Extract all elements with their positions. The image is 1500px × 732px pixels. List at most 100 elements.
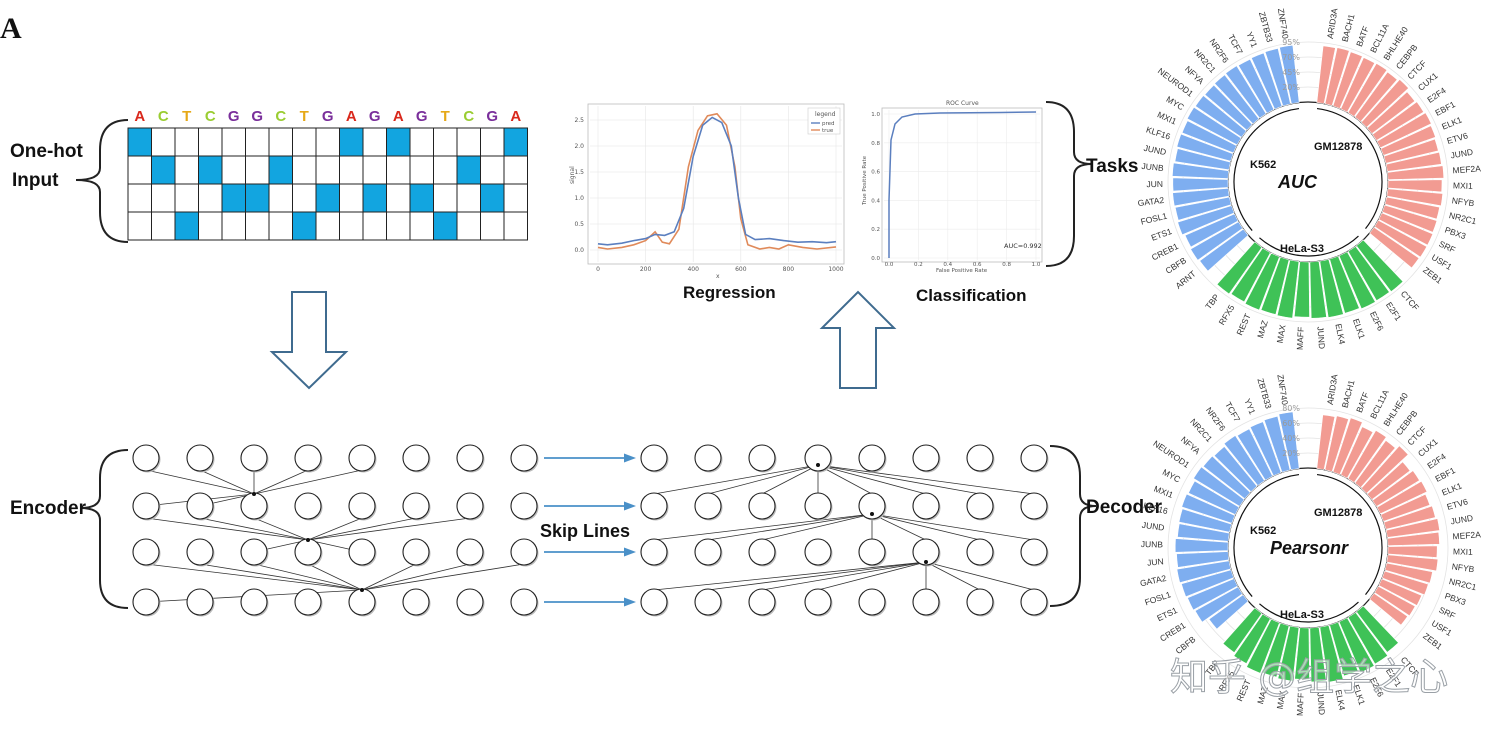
radial-bar [1319,624,1344,683]
radial-bar [1202,455,1251,500]
legend-pred-label: pred [822,121,835,127]
decoder-node [858,444,886,472]
radial-bar [1347,62,1388,118]
sequence-letter: G [369,108,381,125]
radial-bar [1216,241,1263,295]
connection-line [361,563,525,591]
tf-label: JUND [1141,520,1165,533]
xtick-label: 0.4 [943,262,952,268]
tf-label: MAZ [1255,685,1270,705]
onehot-cell [221,211,246,241]
group-label-gm12878: GM12878 [1314,141,1362,153]
connection-line [653,561,927,591]
radial-bar [1213,446,1258,493]
tf-label: MAX [1275,690,1288,710]
connection-line [253,563,363,591]
encoder-node [456,538,484,566]
regression-ylabel: signal [569,166,576,184]
tf-label: ARID3A [1325,7,1340,39]
encoder-node [456,588,484,616]
onehot-cell [221,155,246,185]
encoder-node [294,444,322,472]
radial-bar [1329,255,1360,314]
sequence-letter: A [134,108,145,125]
decoder-node [1020,588,1048,616]
tf-label: YY1 [1244,30,1259,49]
radial-bar [1369,592,1409,626]
onehot-cell [339,155,364,185]
connection-line [761,513,873,541]
onehot-label-line2: Input [12,170,59,191]
radial-bar [1260,256,1290,315]
group-arc [1316,107,1383,229]
tf-label: MXI1 [1156,109,1178,126]
connection-line [361,563,417,591]
radial-bar [1174,196,1232,221]
encoder-node [402,444,430,472]
radial-bar [1360,78,1410,128]
decoder-node [966,444,994,472]
connection-line [307,517,471,541]
onehot-cell [245,211,270,241]
ring-tick-label: 20% [1282,449,1300,458]
tf-label: MEF2A [1452,529,1481,541]
xtick-label: 1000 [828,266,843,273]
encoder-node [402,588,430,616]
onehot-cell [456,127,481,157]
onehot-cell [409,211,434,241]
tf-label: TCF7 [1223,400,1242,424]
radial-bar [1187,578,1239,611]
radial-bar [1214,74,1260,125]
connection-line [307,517,363,541]
decoder-node [858,538,886,566]
tf-label: BATF [1354,25,1371,48]
radial-bar [1208,594,1249,630]
radial-bar [1237,58,1275,114]
sequence-letter: C [463,108,474,125]
group-label-gm12878: GM12878 [1314,507,1362,519]
encoder-node [348,588,376,616]
tf-label: NFYA [1179,434,1202,456]
radial-bar [1376,112,1432,149]
tf-label: ZNF740 [1276,8,1291,40]
connection-line [199,469,255,495]
onehot-cell [433,155,458,185]
group-arc [1316,473,1383,595]
radial-bar [1385,151,1442,172]
radial-bar [1381,204,1438,233]
radial-bar [1177,523,1230,542]
encoder-node [186,444,214,472]
radial-bar [1360,445,1409,494]
onehot-cell [315,211,340,241]
connection-line [925,561,981,591]
group-arc [1233,107,1300,231]
ring-tick-label: 70% [1282,53,1300,62]
encoder-node [240,538,268,566]
radial-bar [1378,578,1423,606]
sequence-letter: C [275,108,286,125]
group-arc [1233,473,1300,597]
onehot-cell [480,155,505,185]
connection-line [145,517,309,541]
junction-dot [870,512,874,516]
tf-label: ZEB1 [1421,631,1444,652]
decoder-node [640,444,668,472]
radial-bar [1261,622,1290,678]
onehot-cell [456,211,481,241]
tasks-label: Tasks [1086,156,1138,177]
tf-label: JUND [1315,692,1327,715]
regression-axes [587,103,845,265]
sequence-letter: T [182,108,191,125]
radial-bar [1347,611,1389,665]
radial-bar [1340,426,1374,479]
radial-bar [1276,259,1300,319]
radial-bar [1204,84,1253,131]
sequence-letter: G [486,108,498,125]
onehot-cell [245,155,270,185]
connection-line [817,464,1035,495]
onehot-cell [221,183,246,213]
xtick-label: 0.8 [1002,262,1011,268]
tf-label: ARID3A [1325,373,1340,405]
